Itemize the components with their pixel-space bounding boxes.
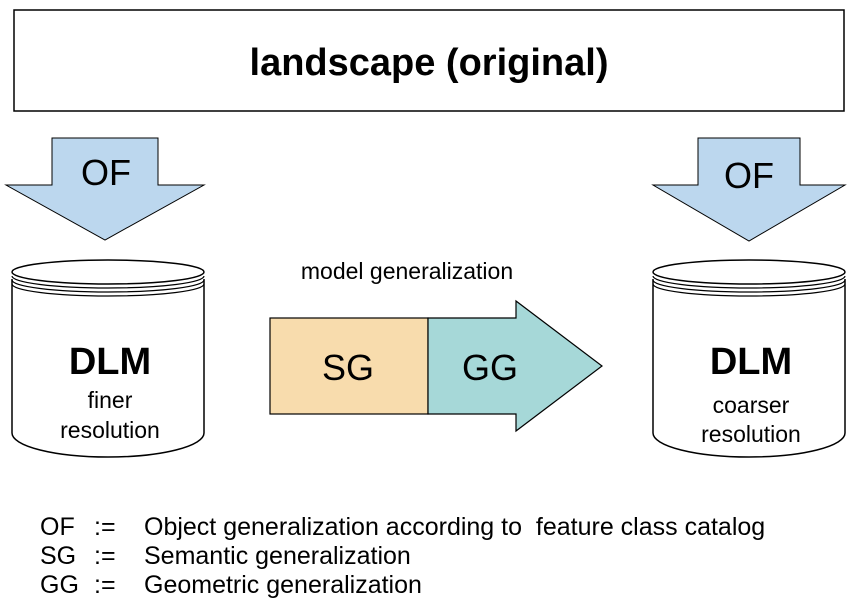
legend-text: Object generalization according to featu…	[144, 513, 766, 541]
right-of-arrow: OF	[651, 137, 847, 242]
gg-label: GG	[462, 347, 518, 388]
gg-arrow	[427, 299, 603, 433]
left-of-arrow-shape	[4, 137, 206, 241]
model-generalization-caption: model generalization	[301, 258, 513, 284]
right-dlm-cylinder-body	[652, 279, 846, 458]
sg-block	[269, 317, 429, 415]
landscape-box: landscape (original)	[13, 9, 845, 112]
legend-row-of: OF := Object generalization according to f…	[40, 513, 840, 542]
sg-label: SG	[322, 347, 374, 388]
landscape-title: landscape (original)	[250, 42, 609, 84]
legend-abbr: OF	[40, 513, 75, 541]
left-of-arrow-label: OF	[81, 152, 131, 193]
legend-abbr: SG	[40, 542, 77, 570]
right-of-arrow-label: OF	[724, 155, 774, 196]
right-dlm-line1: coarser	[713, 392, 790, 418]
right-dlm-database: DLM coarser resolution	[652, 259, 846, 458]
left-dlm-cylinder-top	[11, 259, 205, 285]
left-dlm-database: DLM finer resolution	[11, 259, 205, 458]
legend-abbr: GG	[40, 571, 79, 599]
legend-text: Semantic generalization	[144, 542, 411, 570]
legend-operator: :=	[94, 513, 116, 541]
right-dlm-line2: resolution	[701, 421, 801, 447]
legend-text: Geometric generalization	[144, 571, 422, 599]
left-dlm-line1: finer	[88, 387, 133, 413]
legend-row-gg: GG := Geometric generalization	[40, 571, 840, 600]
right-of-arrow-shape	[651, 137, 847, 242]
left-dlm-cylinder-body	[11, 279, 205, 458]
left-dlm-title: DLM	[69, 341, 151, 383]
left-of-arrow: OF	[4, 137, 206, 241]
legend-operator: :=	[94, 571, 116, 599]
model-generalization-arrow: model generalization SG GG	[269, 258, 603, 433]
legend-operator: :=	[94, 542, 116, 570]
landscape-box-frame	[13, 9, 845, 112]
right-dlm-cylinder-top	[652, 259, 846, 285]
left-dlm-line2: resolution	[60, 417, 160, 443]
right-dlm-title: DLM	[710, 341, 792, 383]
legend-row-sg: SG := Semantic generalization	[40, 542, 840, 571]
legend: OF := Object generalization according to f…	[40, 513, 840, 600]
